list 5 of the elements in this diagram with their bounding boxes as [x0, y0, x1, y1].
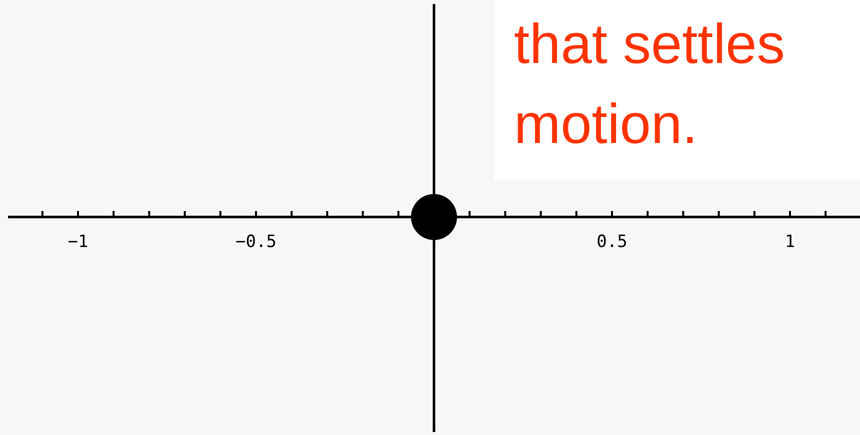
note-text: that settles motion. [494, 0, 860, 180]
tick-label: −1 [68, 232, 88, 252]
tick-label: 0.5 [596, 232, 628, 252]
tick-label: 1 [784, 232, 796, 252]
tick-label: −0.5 [236, 232, 276, 252]
